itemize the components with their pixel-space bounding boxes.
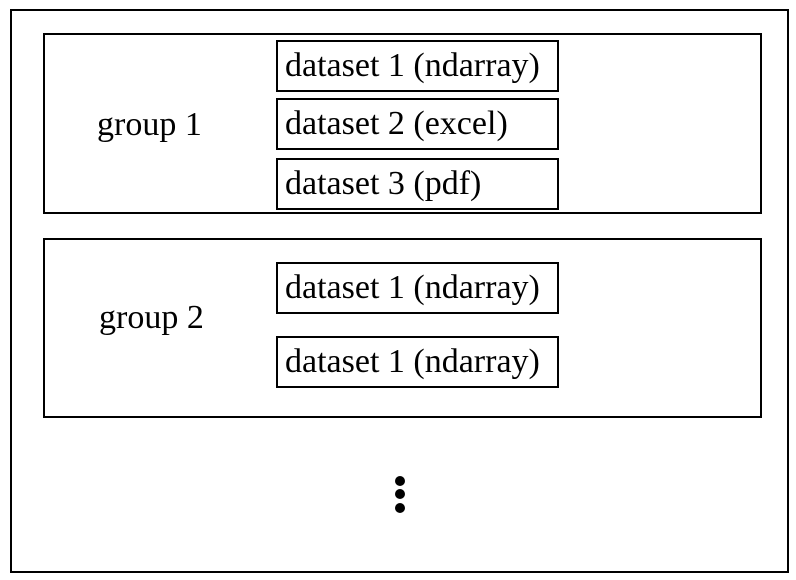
vertical-ellipsis-icon [393,476,407,516]
dataset-box: dataset 3 (pdf) [276,158,559,210]
dataset-box: dataset 2 (excel) [276,98,559,150]
ellipsis-dot [395,476,405,486]
ellipsis-dot [395,503,405,513]
group-label: group 1 [97,106,202,143]
dataset-box: dataset 1 (ndarray) [276,40,559,92]
dataset-box: dataset 1 (ndarray) [276,262,559,314]
dataset-box: dataset 1 (ndarray) [276,336,559,388]
ellipsis-dot [395,489,405,499]
group-box-2: group 2 dataset 1 (ndarray) dataset 1 (n… [43,238,762,418]
container-frame [10,9,789,573]
group-label: group 2 [99,299,204,336]
group-box-1: group 1 dataset 1 (ndarray) dataset 2 (e… [43,33,762,214]
